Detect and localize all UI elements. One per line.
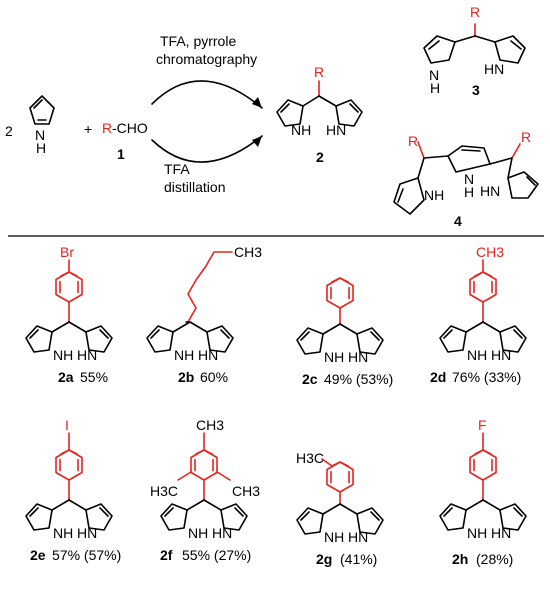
compound-2f-id: 2f [160, 547, 173, 563]
compound-2e-hn: HN [77, 525, 97, 541]
side4-n: N [464, 171, 474, 187]
compound-2e-substituent: I [65, 417, 69, 433]
compound-2a-hn: HN [77, 347, 97, 363]
side4-r-right: R [521, 129, 531, 145]
compound-2g-yield: (41%) [340, 551, 377, 567]
pyrrole-n: N [35, 127, 45, 143]
compound-2e-yield: 57% (57%) [52, 547, 121, 563]
compound-2f-ortho-left: H3C [150, 483, 178, 499]
side4-h: H [464, 184, 474, 200]
compound-2c-hn: HN [348, 349, 368, 365]
compound-2f-yield: 55% (27%) [182, 547, 251, 563]
product-nh: NH [291, 122, 311, 138]
compound-2f-nh: NH [188, 525, 208, 541]
compound-2c: NH HN [296, 277, 384, 365]
compound-2b: CH3 NH HN [146, 244, 262, 363]
compound-2g-nh: NH [324, 529, 344, 545]
compound-2c-nh: NH [324, 349, 344, 365]
side3-hn: HN [484, 61, 504, 77]
compound-2b-yield: 60% [200, 369, 228, 385]
compound-2h-yield: (28%) [476, 551, 513, 567]
plus-sign: + [84, 121, 92, 137]
product-2: R NH HN [276, 64, 363, 138]
compound-2d-hn: HN [491, 347, 511, 363]
compound-2g-hn: HN [348, 529, 368, 545]
compound-2g-id: 2g [316, 551, 332, 567]
upper-condition-1: TFA, pyrrole [160, 33, 236, 49]
compound-2d-id: 2d [430, 369, 446, 385]
compound-2b-substituent: CH3 [234, 244, 262, 260]
compound-2h-nh: NH [467, 525, 487, 541]
compound-2g: H3C NH HN [296, 450, 384, 545]
compound-2e-nh: NH [53, 525, 73, 541]
compound-2d: CH3 NH HN [439, 244, 527, 363]
aldehyde-r: R [102, 120, 112, 136]
compound-2c-id: 2c [302, 371, 318, 387]
product-r: R [314, 64, 324, 80]
compound-2e-id: 2e [30, 547, 46, 563]
compound-2h: F NH HN [439, 417, 527, 541]
compound-2c-yield: 49% (53%) [324, 371, 393, 387]
product-number: 2 [316, 149, 324, 165]
compound-2h-substituent: F [478, 417, 487, 433]
product-hn: HN [326, 122, 346, 138]
compound-2h-hn: HN [491, 525, 511, 541]
side-product-3: R N H HN [423, 4, 526, 96]
compound-2f-hn: HN [212, 525, 232, 541]
compound-2b-hn: HN [198, 347, 218, 363]
upper-condition-2: chromatography [156, 51, 257, 67]
compound-2a-substituent: Br [60, 244, 74, 260]
compound-2d-substituent: CH3 [476, 244, 504, 260]
compound-2a-yield: 55% [80, 369, 108, 385]
side4-nh: NH [424, 187, 444, 203]
side4-hn: HN [480, 183, 500, 199]
compound-2f-substituent: CH3 [196, 417, 224, 433]
compound-2b-id: 2b [178, 369, 194, 385]
side4-r-left: R [408, 133, 418, 149]
lower-condition-2: distillation [164, 179, 225, 195]
side3-r: R [470, 4, 480, 20]
pyrrole-coefficient: 2 [5, 123, 13, 139]
compound-2a-nh: NH [53, 347, 73, 363]
compound-2d-nh: NH [467, 347, 487, 363]
compound-2g-substituent: H3C [296, 450, 324, 466]
side-product-4-number: 4 [454, 213, 462, 229]
reaction-arrows [151, 80, 263, 163]
side-product-4: N H R NH R HN [393, 129, 539, 215]
compound-2f-ortho-right: CH3 [232, 483, 260, 499]
side-product-3-number: 3 [472, 82, 480, 98]
lower-condition-1: TFA [164, 161, 190, 177]
compound-2f: CH3 H3C CH3 NH HN [150, 417, 260, 541]
pyrrole-h: H [36, 140, 46, 156]
compound-2a: Br NH HN [25, 244, 113, 363]
side3-n: N [429, 67, 439, 83]
aldehyde-suffix: -CHO [112, 120, 148, 136]
compound-2d-yield: 76% (33%) [452, 369, 521, 385]
compound-2e: I NH HN [25, 417, 113, 541]
aldehyde-number: 1 [117, 146, 125, 162]
compound-2h-id: 2h [452, 551, 468, 567]
pyrrole-reactant: N H [29, 95, 55, 156]
compound-2a-id: 2a [58, 369, 74, 385]
side3-h: H [430, 80, 440, 96]
compound-2b-nh: NH [174, 347, 194, 363]
